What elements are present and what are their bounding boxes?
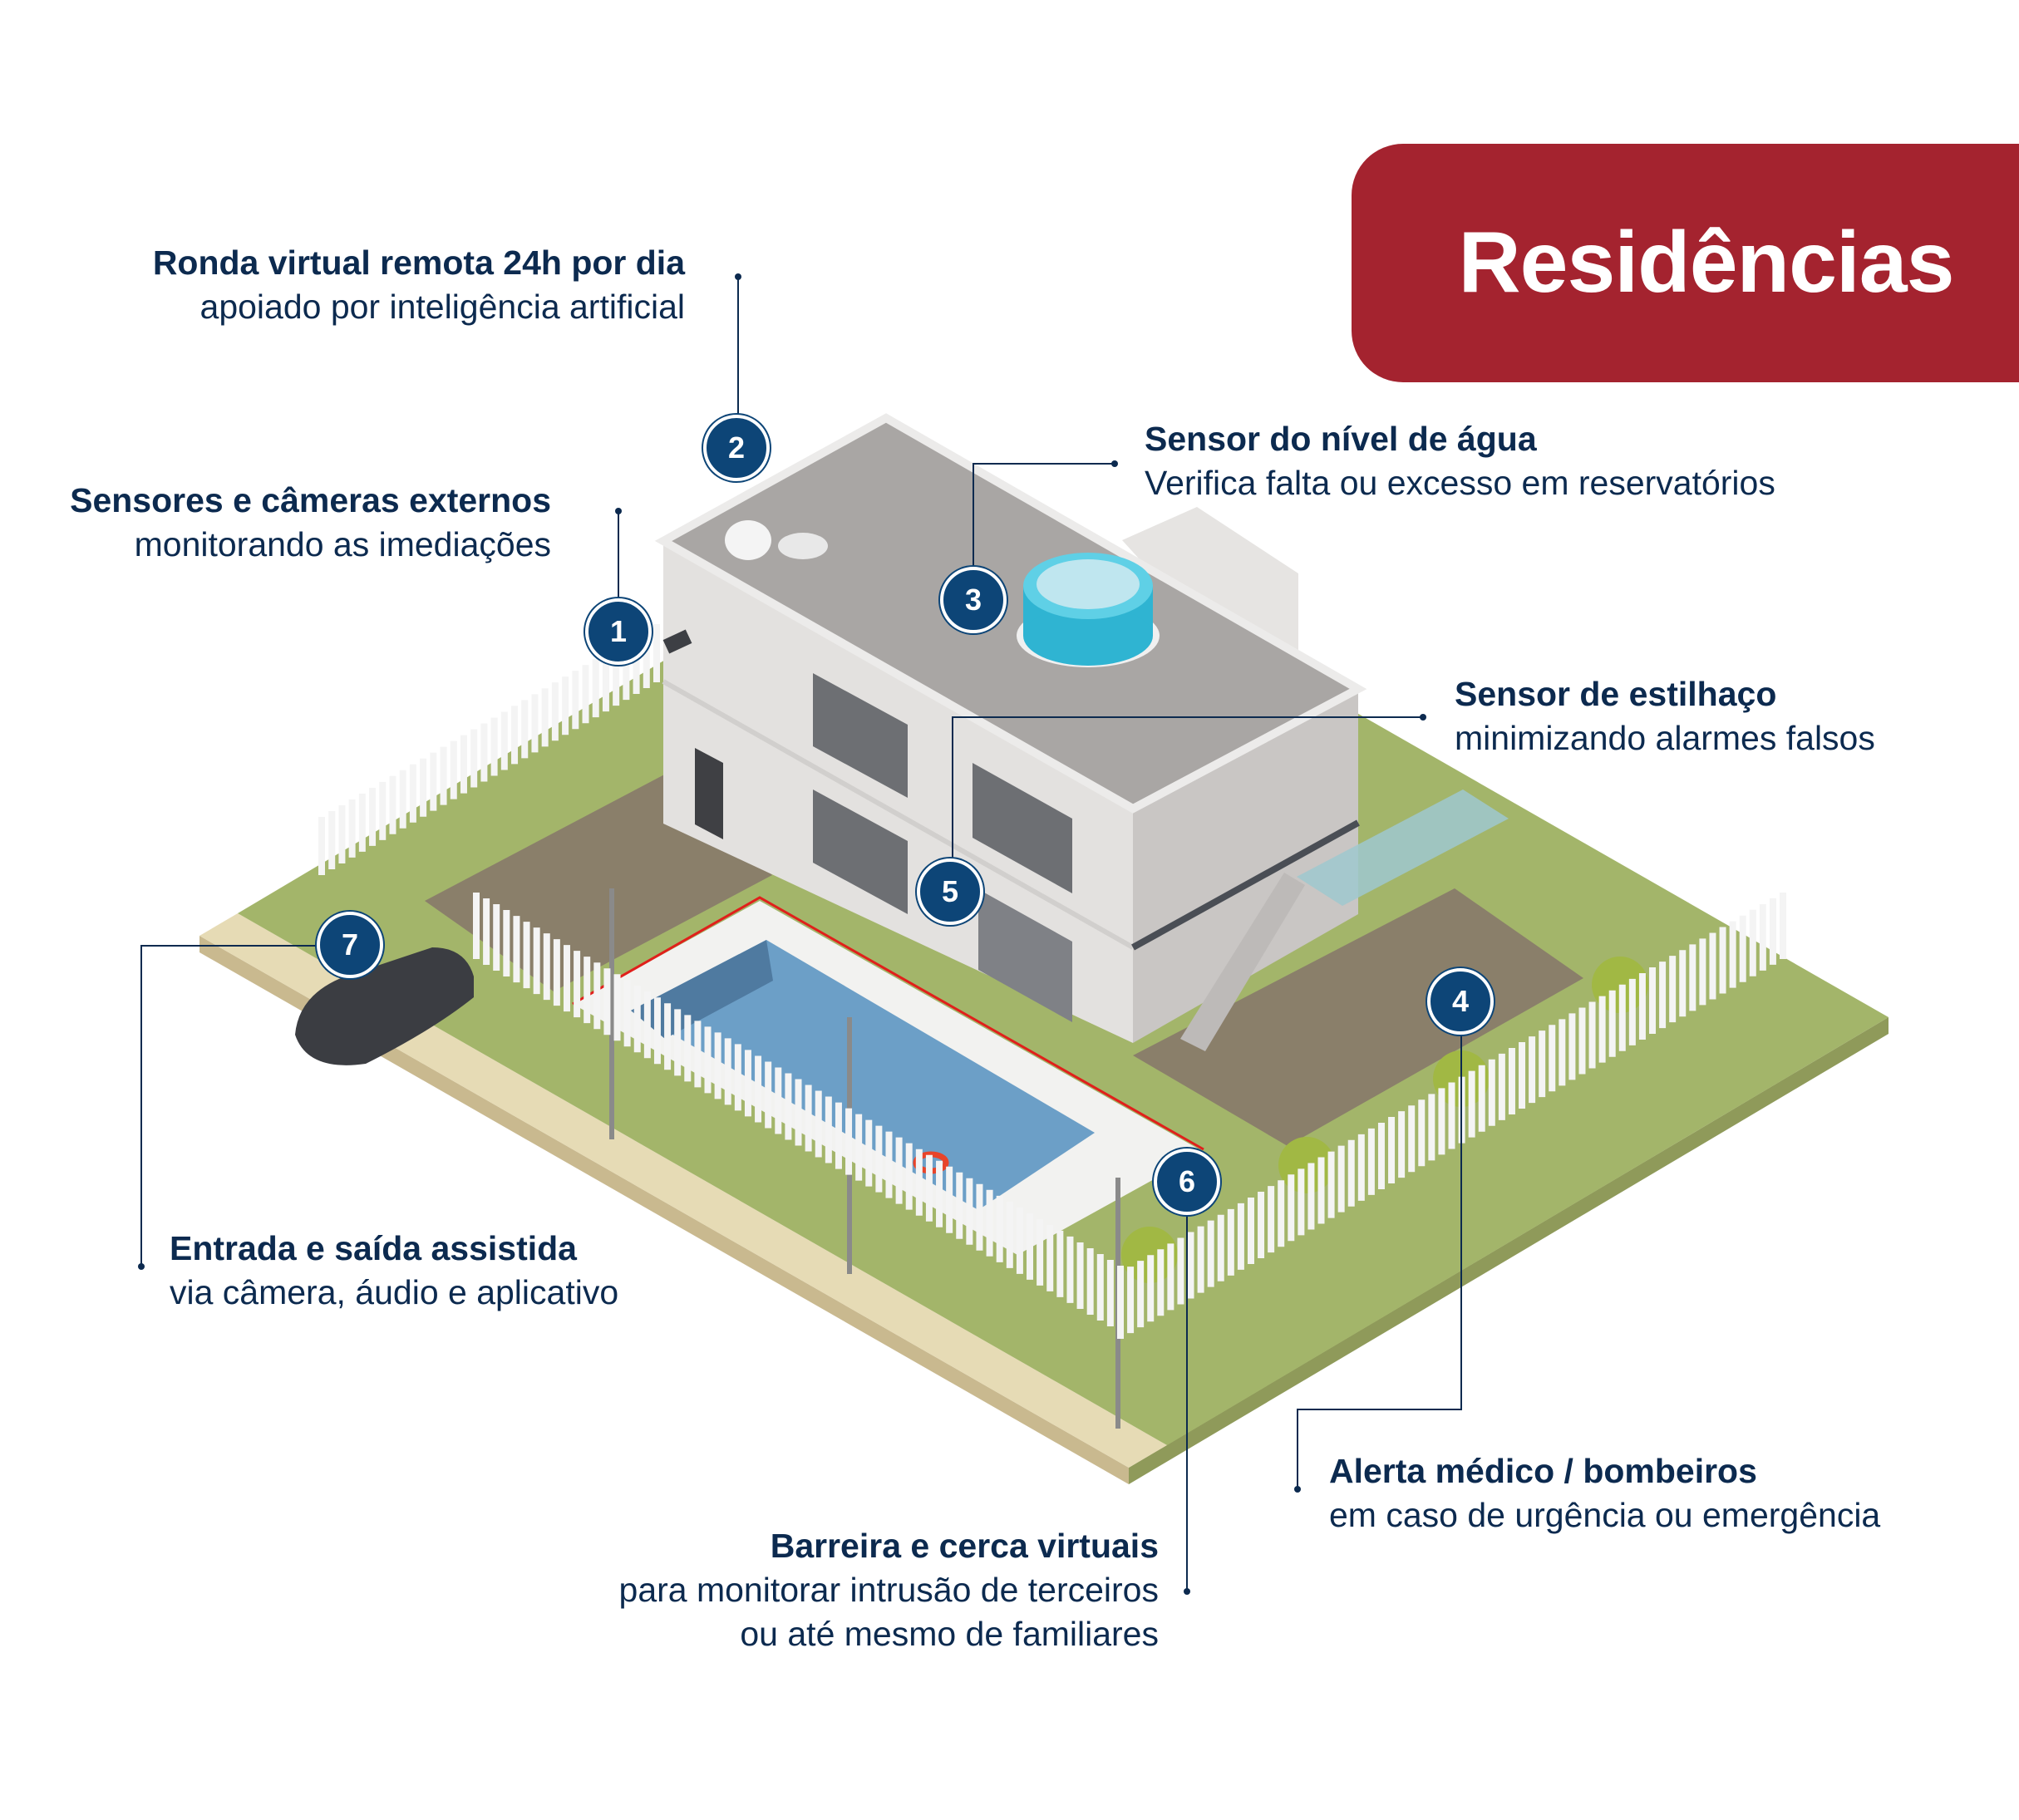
floor-band [662, 679, 1135, 950]
house-side-wall [1133, 689, 1358, 1043]
callout-text: via câmera, áudio e aplicativo [170, 1273, 619, 1311]
floor-band-side [1131, 819, 1360, 951]
leader-lines [140, 277, 1462, 1591]
rear-structure [1122, 507, 1298, 657]
picket-fences [318, 624, 1786, 1339]
callout-title: Alerta médico / bombeiros [1329, 1452, 1757, 1490]
callout-6: Barreira e cerca virtuais para monitorar… [619, 1524, 1159, 1656]
leader-line-5 [952, 716, 1423, 858]
tank-bottom [1023, 606, 1153, 666]
callout-title: Sensor de estilhaço [1455, 675, 1777, 713]
house-roof [654, 413, 1367, 814]
callout-text: Verifica falta ou excesso em reservatóri… [1145, 464, 1775, 502]
satellite-dish [725, 520, 771, 560]
callout-text: monitorando as imediações [134, 525, 551, 563]
virtual-fence-line [572, 896, 1204, 1151]
back-paving [1133, 888, 1583, 1146]
callout-text: minimizando alarmes falsos [1455, 719, 1875, 757]
callout-title: Ronda virtual remota 24h por dia [152, 243, 685, 282]
balcony [1297, 789, 1509, 906]
platform-side-right [1129, 1017, 1889, 1484]
badge-5: 5 [917, 858, 983, 925]
badge-3: 3 [940, 567, 1007, 633]
window [813, 673, 908, 798]
callout-text: para monitorar intrusão de terceiros [618, 1571, 1159, 1609]
car [295, 947, 474, 1065]
callout-4: Alerta médico / bombeiros em caso de urg… [1329, 1449, 1880, 1537]
page-title: Residências [1458, 214, 1955, 311]
leader-line-7 [140, 945, 317, 1267]
pool-water [631, 940, 1095, 1210]
broken-window [978, 889, 1072, 1022]
callout-text: ou até mesmo de familiares [740, 1615, 1159, 1653]
leader-line-3 [973, 463, 1115, 567]
badge-7: 7 [317, 912, 383, 978]
callout-1: Sensores e câmeras externos monitorando … [70, 479, 551, 567]
callout-3: Sensor do nível de água Verifica falta o… [1145, 417, 1775, 505]
security-camera [662, 629, 692, 654]
callout-text: apoiado por inteligência artificial [199, 288, 685, 326]
title-banner: Residências [1352, 144, 2019, 382]
door [695, 748, 723, 839]
callout-2: Ronda virtual remota 24h por dia apoiado… [153, 241, 685, 329]
leader-line-4 [1297, 1035, 1462, 1489]
callout-7: Entrada e saída assistida via câmera, áu… [170, 1227, 618, 1315]
satellite-dish [778, 533, 828, 559]
window [973, 763, 1072, 893]
badge-2: 2 [703, 415, 770, 481]
badge-1: 1 [585, 598, 652, 665]
callout-5: Sensor de estilhaço minimizando alarmes … [1455, 672, 1875, 760]
callout-title: Sensor do nível de água [1145, 420, 1537, 458]
callout-text: em caso de urgência ou emergência [1329, 1496, 1881, 1534]
tank-lid [1037, 559, 1140, 609]
callout-title: Sensores e câmeras externos [70, 481, 551, 519]
badge-6: 6 [1154, 1149, 1220, 1215]
callout-title: Entrada e saída assistida [170, 1229, 577, 1267]
tree [1278, 1137, 1335, 1193]
window [813, 789, 908, 914]
badge-4: 4 [1427, 968, 1494, 1035]
stairs [1180, 873, 1305, 1051]
sidewalk [199, 913, 1167, 1468]
callout-title: Barreira e cerca virtuais [770, 1527, 1159, 1565]
leader-dots [138, 273, 1426, 1595]
platform-side-left [199, 936, 1129, 1484]
